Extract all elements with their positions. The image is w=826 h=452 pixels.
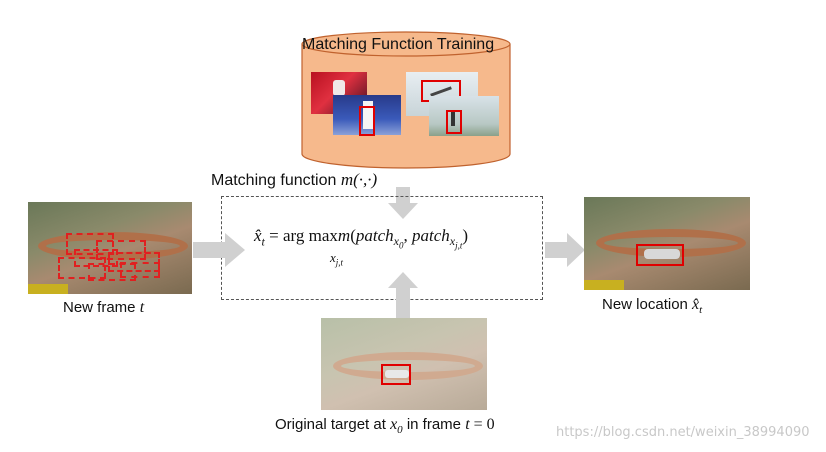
candidate-box xyxy=(58,257,106,279)
original-target-box xyxy=(381,364,411,385)
watermark-text: https://blog.csdn.net/weixin_38994090 xyxy=(556,425,810,440)
candidate-box xyxy=(88,263,136,281)
arrow-up-into-box xyxy=(388,272,418,320)
arrow-right-out-of-box xyxy=(545,233,585,267)
training-box-dancer xyxy=(359,106,375,136)
new-frame-label: New frame t xyxy=(63,299,145,316)
argmax-subscript: xj,t xyxy=(330,250,344,268)
arrow-down-into-box xyxy=(388,187,418,219)
new-location-image xyxy=(584,197,750,290)
matching-function-label: Matching function m(·,·) xyxy=(211,170,378,189)
training-image-dancer xyxy=(333,95,401,135)
candidate-box xyxy=(66,233,114,255)
training-image-field xyxy=(429,96,499,136)
new-location-box xyxy=(636,244,684,266)
arrow-right-into-box xyxy=(193,233,245,267)
candidate-box xyxy=(120,262,160,278)
cylinder-title: Matching Function Training xyxy=(302,36,495,53)
training-box-field xyxy=(446,110,462,134)
new-location-label: New location x̂t xyxy=(602,296,703,316)
argmax-equation: x̂t = arg maxm(patchx0, patchxj,t) xyxy=(254,226,469,251)
original-target-label: Original target at x0 in frame t = 0 xyxy=(275,416,495,436)
